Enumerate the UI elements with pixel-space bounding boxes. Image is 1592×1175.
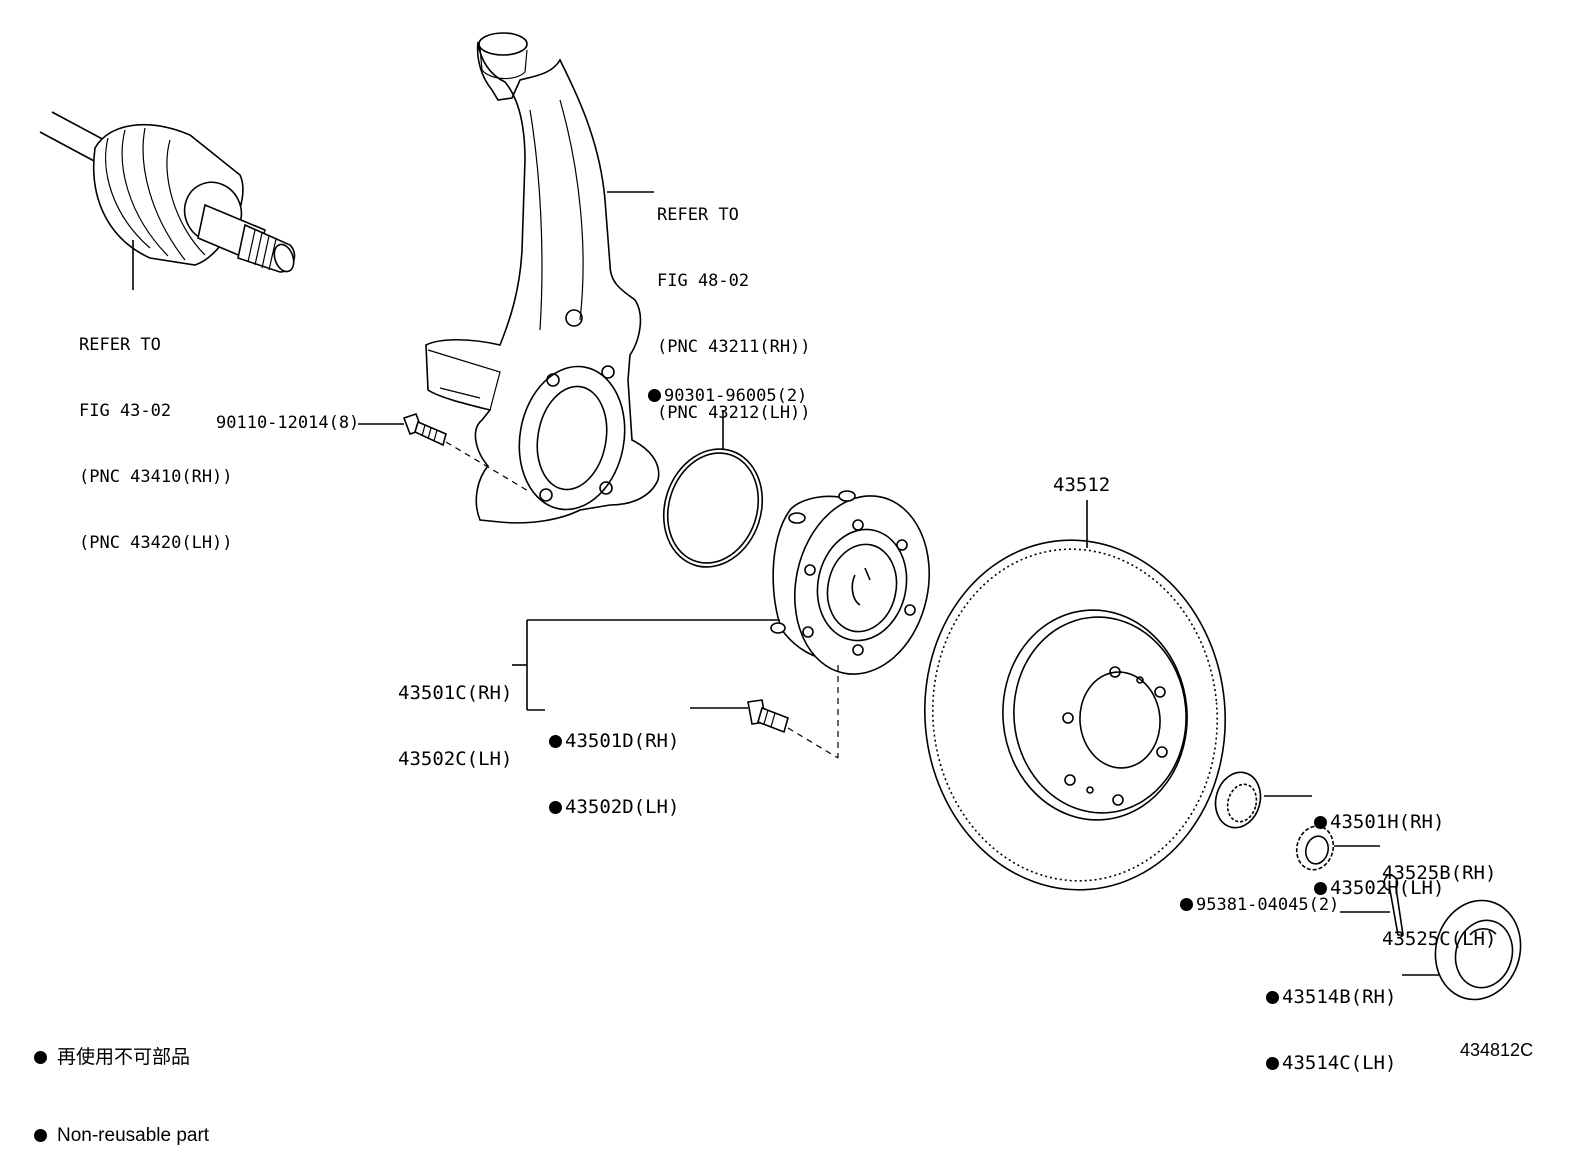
- exploded-diagram: [39, 32, 1522, 1001]
- drive-shaft-reference: REFER TO FIG 43-02 (PNC 43410(RH)) (PNC …: [79, 290, 233, 576]
- legend: 再使用不可部品 Non-reusable part: [34, 993, 209, 1175]
- knuckle-bolt-drawing: [358, 412, 531, 493]
- legend-dot-icon: [34, 1051, 47, 1064]
- non-reusable-dot-icon: [1266, 991, 1279, 1004]
- legend-english: Non-reusable part: [57, 1125, 210, 1146]
- cap-lh-number: 43514C(LH): [1282, 1052, 1397, 1074]
- knuckle-ref-line2: FIG 48-02: [657, 271, 750, 291]
- drive-shaft-ref-line4: (PNC 43420(LH)): [79, 533, 233, 553]
- drive-shaft-ref-line1: REFER TO: [79, 335, 161, 355]
- legend-chinese: 再使用不可部品: [57, 1047, 191, 1068]
- non-reusable-dot-icon: [1314, 816, 1327, 829]
- non-reusable-dot-icon: [1314, 882, 1327, 895]
- hub-callout-bracket: [512, 619, 780, 711]
- part-label-bolt: 90110-12014(8): [216, 413, 360, 433]
- washer-lh-number: 43502H(LH): [1330, 877, 1445, 899]
- legend-dot-icon: [34, 1129, 47, 1142]
- o-ring-drawing: [662, 410, 764, 568]
- knuckle-ref-line3: (PNC 43211(RH)): [657, 337, 811, 357]
- steering-knuckle-drawing: [425, 32, 660, 524]
- knuckle-reference: REFER TO FIG 48-02 (PNC 43211(RH)) (PNC …: [657, 160, 811, 446]
- hub-bolt-rh-number: 43501D(RH): [565, 730, 680, 752]
- part-label-cap: 43514B(RH) 43514C(LH): [1266, 942, 1396, 1096]
- grease-cap-drawing: [1402, 899, 1522, 1001]
- part-label-hub-bolt: 43501D(RH) 43502D(LH): [549, 686, 679, 840]
- hub-bolt-drawing: [690, 699, 839, 759]
- knuckle-ref-line4: (PNC 43212(LH)): [657, 403, 811, 423]
- part-label-cotter-pin: 95381-04045(2): [1180, 894, 1339, 916]
- cap-rh-number: 43514B(RH): [1282, 986, 1397, 1008]
- part-label-disc: 43512: [1053, 474, 1111, 496]
- non-reusable-dot-icon: [1180, 898, 1193, 911]
- part-label-washer: 43501H(RH) 43502H(LH): [1314, 767, 1444, 921]
- part-label-nut: 43525B(RH) 43525C(LH): [1382, 818, 1496, 972]
- hub-rh-number: 43501C(RH): [398, 682, 513, 704]
- non-reusable-dot-icon: [549, 735, 562, 748]
- hub-bolt-lh-number: 43502D(LH): [565, 796, 680, 818]
- nut-lh-number: 43525C(LH): [1382, 928, 1497, 950]
- figure-number: 434812C: [1460, 1040, 1534, 1060]
- non-reusable-dot-icon: [648, 389, 661, 402]
- knuckle-ref-line1: REFER TO: [657, 205, 739, 225]
- nut-rh-number: 43525B(RH): [1382, 862, 1497, 884]
- hub-lh-number: 43502C(LH): [398, 748, 513, 770]
- brake-disc-drawing: [923, 500, 1227, 891]
- drive-shaft-drawing: [39, 111, 296, 290]
- washer-rh-number: 43501H(RH): [1330, 811, 1445, 833]
- drive-shaft-ref-line2: FIG 43-02: [79, 401, 172, 421]
- cotter-pin-drawing: [1340, 874, 1404, 936]
- drive-shaft-ref-line3: (PNC 43410(RH)): [79, 467, 233, 487]
- hub-assembly-drawing: [770, 490, 931, 758]
- part-label-o-ring: 90301-96005(2): [648, 385, 807, 407]
- non-reusable-dot-icon: [1266, 1057, 1279, 1070]
- cotter-pin-number: 95381-04045(2): [1196, 895, 1340, 915]
- o-ring-number: 90301-96005(2): [664, 386, 808, 406]
- non-reusable-dot-icon: [549, 801, 562, 814]
- part-label-hub: 43501C(RH) 43502C(LH): [398, 638, 512, 792]
- lock-washer-drawing: [1214, 771, 1312, 829]
